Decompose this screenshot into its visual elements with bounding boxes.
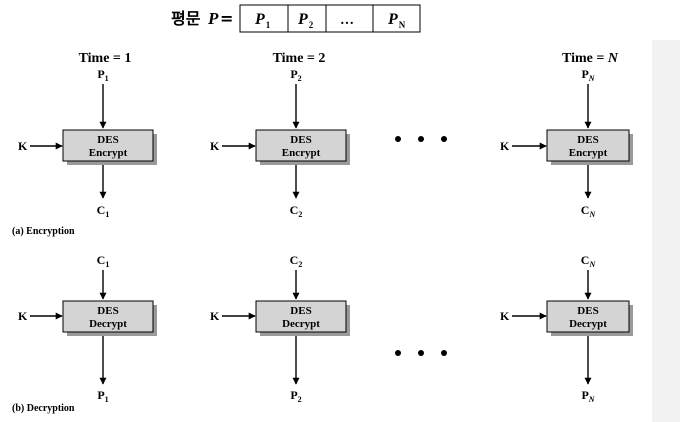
plaintext-equals: = bbox=[220, 9, 233, 28]
plaintext-block-1 bbox=[239, 4, 289, 33]
input-label: PN bbox=[581, 67, 595, 83]
box-line1: DES bbox=[290, 134, 311, 146]
right-edge-shade bbox=[652, 40, 680, 422]
des-encrypt-box bbox=[546, 129, 630, 162]
encrypt-column-1: Time = 1 P1 K DES Encrypt C1 bbox=[18, 51, 157, 219]
dot bbox=[395, 350, 401, 356]
box-line1: DES bbox=[290, 305, 311, 317]
key-label: K bbox=[18, 309, 28, 323]
box-line1: DES bbox=[577, 305, 598, 317]
box-line2: Encrypt bbox=[282, 147, 321, 159]
encrypt-column-2: Time = 2 P2 K DES Encrypt C2 bbox=[210, 51, 350, 219]
plaintext-var: P bbox=[207, 9, 219, 28]
plaintext-cell-n: PN bbox=[387, 11, 406, 30]
box-line2: Encrypt bbox=[569, 147, 608, 159]
box-line1: DES bbox=[97, 134, 118, 146]
plaintext-cell-2: P2 bbox=[297, 11, 314, 30]
des-decrypt-box bbox=[255, 300, 347, 333]
box-line2: Decrypt bbox=[569, 318, 607, 330]
time-label: Time = 2 bbox=[273, 51, 326, 66]
time-label: Time = 1 bbox=[79, 51, 132, 66]
time-label: Time = N bbox=[562, 51, 619, 66]
input-label: C2 bbox=[290, 253, 303, 269]
plaintext-block-n bbox=[372, 4, 421, 33]
output-label: P2 bbox=[290, 388, 301, 404]
dot bbox=[441, 136, 447, 142]
plaintext-cell-ellipsis: … bbox=[340, 13, 354, 28]
key-label: K bbox=[210, 309, 220, 323]
decrypt-column-n: CN K DES Decrypt PN bbox=[500, 253, 633, 404]
box-line1: DES bbox=[97, 305, 118, 317]
key-label: K bbox=[500, 139, 510, 153]
plaintext-block-2 bbox=[287, 4, 327, 33]
des-encrypt-box bbox=[62, 129, 154, 162]
ellipsis-dots-decrypt bbox=[395, 350, 447, 356]
decrypt-column-2: C2 K DES Decrypt P2 bbox=[210, 253, 350, 404]
plaintext-label: 평문 bbox=[171, 9, 201, 28]
box-line2: Decrypt bbox=[282, 318, 320, 330]
key-label: K bbox=[500, 309, 510, 323]
output-label: P1 bbox=[97, 388, 108, 404]
input-label: C1 bbox=[97, 253, 110, 269]
box-line2: Decrypt bbox=[89, 318, 127, 330]
key-label: K bbox=[18, 139, 28, 153]
dot bbox=[418, 136, 424, 142]
output-label: CN bbox=[581, 203, 597, 219]
plaintext-cell-1: P1 bbox=[254, 11, 271, 30]
dot bbox=[441, 350, 447, 356]
input-label: P1 bbox=[97, 67, 108, 83]
decryption-caption: (b) Decryption bbox=[12, 403, 75, 414]
dot bbox=[395, 136, 401, 142]
key-label: K bbox=[210, 139, 220, 153]
des-decrypt-box bbox=[62, 300, 154, 333]
des-encrypt-box bbox=[255, 129, 347, 162]
decrypt-column-1: C1 K DES Decrypt P1 bbox=[18, 253, 157, 404]
output-label: C2 bbox=[290, 203, 303, 219]
encryption-caption: (a) Encryption bbox=[12, 226, 75, 237]
plaintext-block-ellipsis bbox=[325, 4, 374, 33]
input-label: CN bbox=[581, 253, 597, 269]
encrypt-column-n: Time = N PN K DES Encrypt CN bbox=[500, 51, 633, 219]
plaintext-header: 평문 P = P1 P2 … PN bbox=[171, 4, 421, 33]
input-label: P2 bbox=[290, 67, 301, 83]
box-line2: Encrypt bbox=[89, 147, 128, 159]
box-line1: DES bbox=[577, 134, 598, 146]
output-label: C1 bbox=[97, 203, 110, 219]
des-decrypt-box bbox=[546, 300, 630, 333]
ellipsis-dots-encrypt bbox=[395, 136, 447, 142]
output-label: PN bbox=[581, 388, 595, 404]
dot bbox=[418, 350, 424, 356]
